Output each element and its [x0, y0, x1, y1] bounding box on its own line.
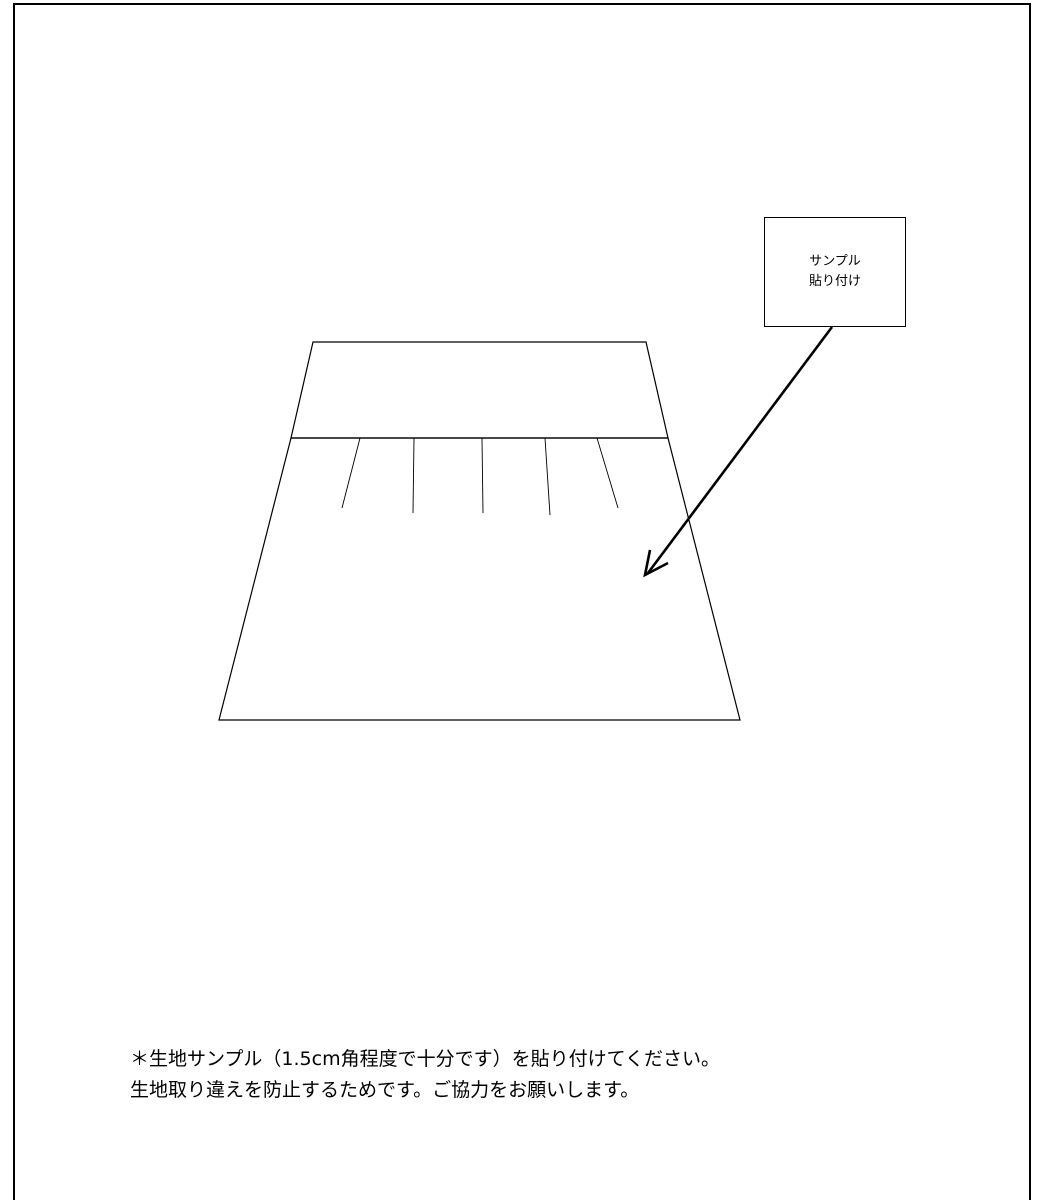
instruction-note: ＊生地サンプル（1.5cm角程度で十分です）を貼り付けてください。 生地取り違え…: [130, 1044, 1010, 1106]
pleat-line: [341, 437, 361, 509]
pleat-line: [481, 437, 484, 514]
pleat-line: [412, 437, 415, 514]
sample-label-line2: 貼り付け: [808, 274, 861, 289]
skirt-body: [218, 437, 741, 721]
arrow-line: [646, 326, 834, 574]
sample-attach-box: サンプル 貼り付け: [764, 217, 906, 327]
skirt-waistband: [290, 341, 669, 439]
arrow-head-icon: [643, 549, 669, 578]
sample-label-line1: サンプル: [809, 254, 861, 269]
instruction-line2: 生地取り違えを防止するためです。ご協力をお願いします。: [130, 1079, 640, 1101]
page-border: [13, 3, 1031, 1200]
instruction-line1: ＊生地サンプル（1.5cm角程度で十分です）を貼り付けてください。: [130, 1048, 721, 1070]
pleat-line: [544, 437, 551, 516]
pleat-line: [596, 437, 619, 509]
